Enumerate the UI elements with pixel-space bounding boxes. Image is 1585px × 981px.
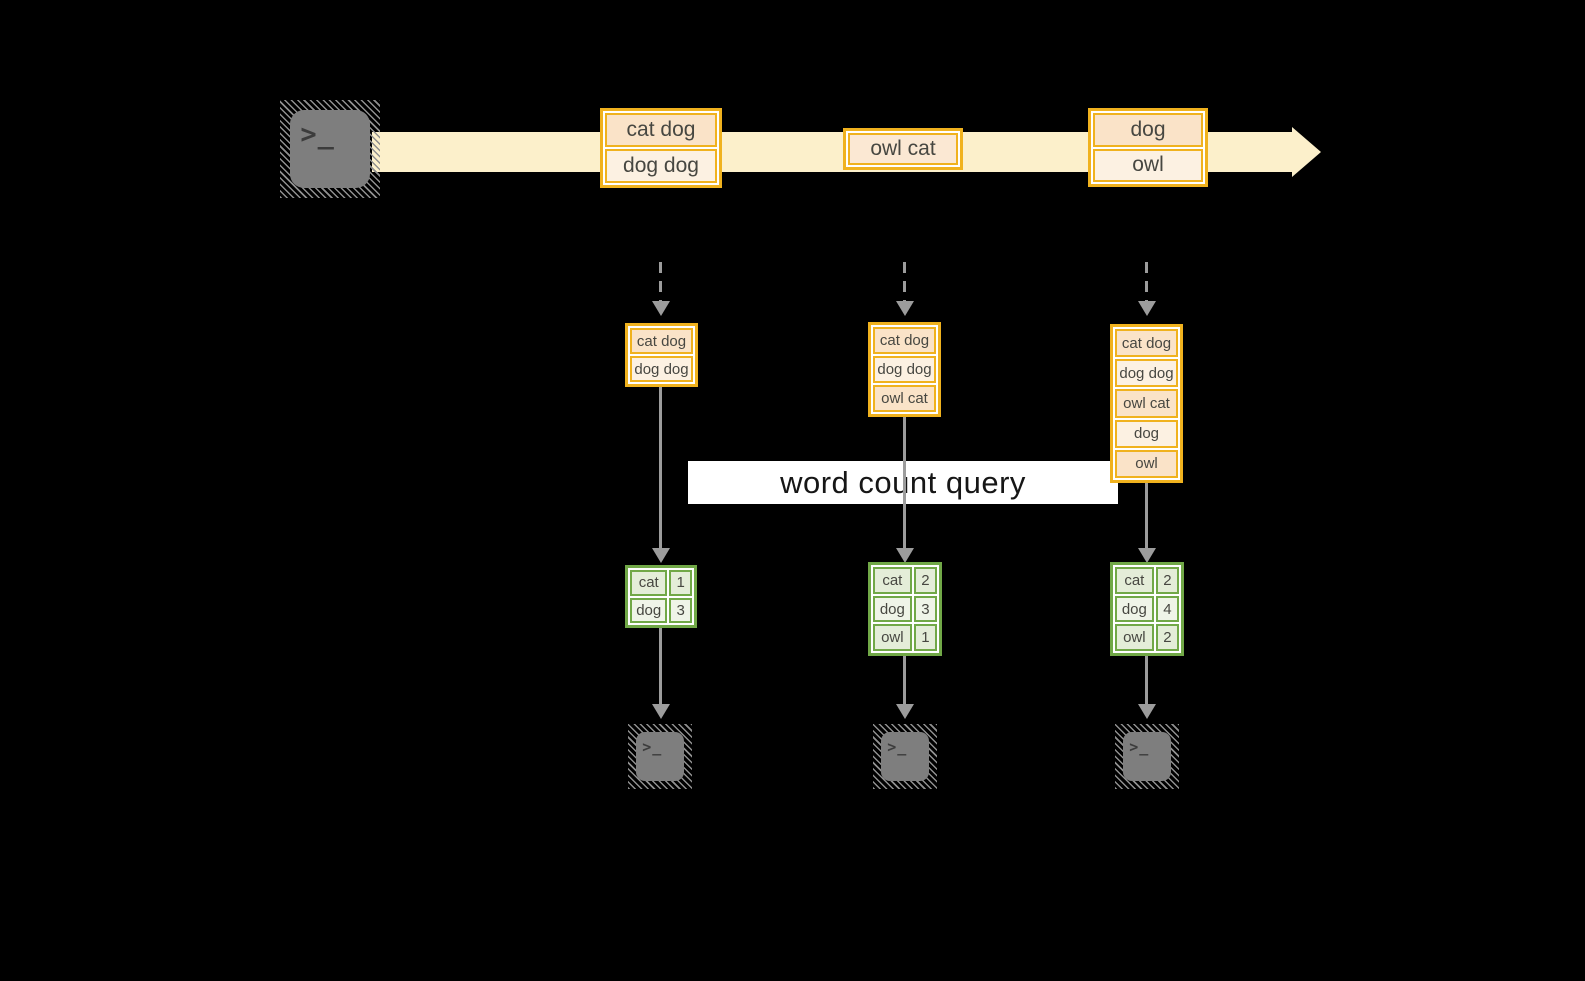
table-row: owl 1 (873, 624, 937, 652)
query-arrow-line (659, 387, 662, 549)
buffer-record: dog dog (1115, 359, 1178, 388)
terminal-screen: >_ (290, 110, 370, 188)
word-cell: dog (873, 595, 912, 623)
output-arrow-line (1145, 656, 1148, 705)
terminal-screen: >_ (636, 732, 684, 781)
terminal-prompt-glyph: >_ (642, 737, 663, 756)
buffer-stack-2: cat dog dog dog owl cat (868, 322, 941, 417)
output-arrow-line (903, 656, 906, 705)
query-arrow-line (1145, 483, 1148, 549)
ingest-arrow-line (1145, 262, 1148, 302)
buffer-record: owl cat (1115, 389, 1178, 418)
word-cell: dog (630, 597, 668, 623)
buffer-record: owl cat (873, 385, 936, 412)
count-cell: 1 (669, 570, 692, 596)
count-cell: 3 (913, 595, 937, 623)
word-cell: cat (630, 570, 668, 596)
word-cell: dog (1115, 595, 1154, 623)
stream-record: owl cat (848, 133, 958, 165)
buffer-record: cat dog (873, 327, 936, 354)
table-row: dog 3 (630, 597, 692, 623)
table-row: dog 4 (1115, 595, 1179, 623)
query-arrow-line (903, 417, 906, 549)
count-cell: 3 (669, 597, 692, 623)
output-arrowhead-icon (652, 704, 670, 719)
buffer-record: dog dog (630, 356, 693, 382)
table-row: cat 2 (1115, 567, 1179, 594)
buffer-record: owl (1115, 449, 1178, 479)
terminal-prompt-glyph: >_ (1129, 737, 1150, 756)
producer-terminal-icon: >_ (280, 100, 380, 198)
consumer-terminal-icon: >_ (1115, 724, 1179, 789)
buffer-record: dog dog (873, 356, 936, 383)
word-cell: cat (873, 567, 912, 594)
consumer-terminal-icon: >_ (873, 724, 937, 789)
table-row: dog 3 (873, 595, 937, 623)
word-cell: cat (1115, 567, 1154, 594)
stream-record: dog (1093, 113, 1203, 147)
count-cell: 1 (913, 624, 937, 652)
output-arrowhead-icon (1138, 704, 1156, 719)
output-arrow-line (659, 628, 662, 705)
terminal-prompt-glyph: >_ (300, 119, 335, 151)
stream-arrowhead-icon (1292, 127, 1321, 177)
buffer-record: cat dog (630, 328, 693, 354)
count-cell: 4 (1155, 595, 1179, 623)
buffer-record: dog (1115, 419, 1178, 448)
stream-record: owl (1093, 148, 1203, 182)
query-arrowhead-icon (896, 548, 914, 563)
terminal-screen: >_ (881, 732, 929, 781)
word-cell: owl (873, 624, 912, 652)
table-row: cat 1 (630, 570, 692, 596)
query-arrowhead-icon (652, 548, 670, 563)
terminal-screen: >_ (1123, 732, 1171, 781)
buffer-stack-1: cat dog dog dog (625, 323, 698, 387)
table-row: owl 2 (1115, 624, 1179, 652)
ingest-arrow-line (903, 262, 906, 302)
query-arrowhead-icon (1138, 548, 1156, 563)
ingest-arrow-line (659, 262, 662, 302)
count-cell: 2 (913, 567, 937, 594)
buffer-stack-3: cat dog dog dog owl cat dog owl (1110, 324, 1183, 483)
word-cell: owl (1115, 624, 1154, 652)
count-table-1: cat 1 dog 3 (625, 565, 697, 628)
count-cell: 2 (1155, 567, 1179, 594)
ingest-arrowhead-icon (652, 301, 670, 316)
output-arrowhead-icon (896, 704, 914, 719)
stream-record-box-3: dog owl (1088, 108, 1208, 187)
count-table-2: cat 2 dog 3 owl 1 (868, 562, 942, 656)
buffer-record: cat dog (1115, 329, 1178, 358)
terminal-prompt-glyph: >_ (887, 737, 908, 756)
count-table-3: cat 2 dog 4 owl 2 (1110, 562, 1184, 656)
ingest-arrowhead-icon (1138, 301, 1156, 316)
ingest-arrowhead-icon (896, 301, 914, 316)
stream-record: cat dog (605, 113, 717, 147)
stream-record-box-1: cat dog dog dog (600, 108, 722, 188)
stream-record: dog dog (605, 149, 717, 183)
consumer-terminal-icon: >_ (628, 724, 692, 789)
table-row: cat 2 (873, 567, 937, 594)
stream-record-box-2: owl cat (843, 128, 963, 170)
count-cell: 2 (1155, 624, 1179, 652)
